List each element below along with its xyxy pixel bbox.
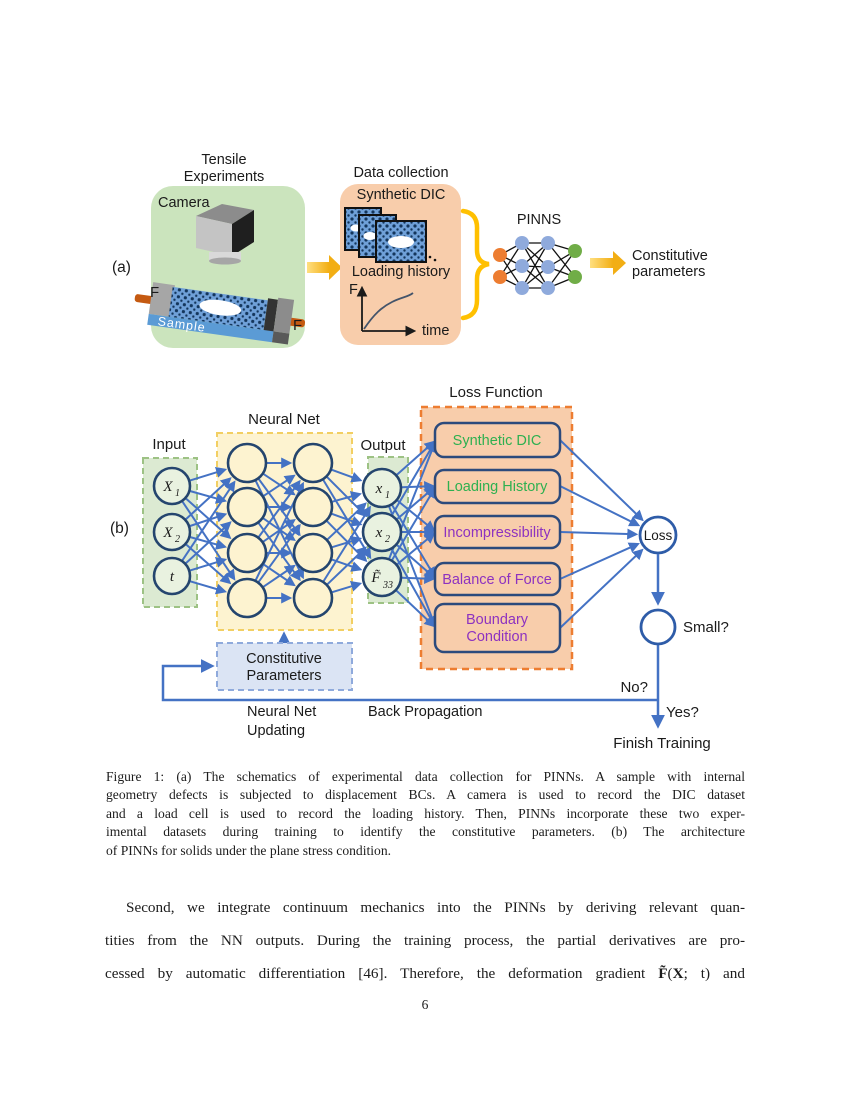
mini-network-nodes xyxy=(493,236,582,295)
yes-label: Yes? xyxy=(666,704,699,721)
data-collection-title: Data collection xyxy=(353,165,448,181)
constitutive-line1: Constitutive xyxy=(246,651,322,667)
loss-term-labels: Synthetic DIC Loading History Incompress… xyxy=(442,433,552,645)
loading-graph: F time xyxy=(349,282,449,339)
svg-text:x: x xyxy=(375,525,383,541)
finish-training-label: Finish Training xyxy=(613,735,711,752)
mini-network-lines xyxy=(499,242,576,289)
body-paragraph: Second, we integrate continuum mechanics… xyxy=(105,891,745,990)
loss-function-title: Loss Function xyxy=(449,384,542,401)
figure-caption: Figure 1: (a) The schematics of experime… xyxy=(106,768,745,860)
caption-line: and a load cell is used to record the lo… xyxy=(106,805,745,821)
svg-text:1: 1 xyxy=(385,490,390,501)
loading-history-label: Loading history xyxy=(352,264,451,280)
network-connections xyxy=(181,439,644,629)
result-line1: Constitutive xyxy=(632,248,708,264)
svg-text:Boundary: Boundary xyxy=(466,612,529,628)
panel-a: (a) Tensile Experiments Camera Sample F xyxy=(112,152,708,348)
panel-a-label: (a) xyxy=(112,259,131,276)
force-label-left: F xyxy=(150,284,159,301)
network-nodes xyxy=(152,442,403,619)
svg-text:Loading History: Loading History xyxy=(447,479,548,495)
brace xyxy=(460,208,490,321)
caption-line: Figure 1: (a) The schematics of experime… xyxy=(106,769,745,784)
svg-text:33: 33 xyxy=(382,580,393,591)
no-label: No? xyxy=(620,679,648,696)
svg-text:x: x xyxy=(375,481,383,497)
svg-text:F̃: F̃ xyxy=(370,570,381,586)
caption-line: of PINNs for solids under the plane stre… xyxy=(106,842,392,858)
svg-text:t: t xyxy=(170,569,175,585)
camera-label: Camera xyxy=(158,195,211,211)
updating-line1: Neural Net xyxy=(247,704,316,720)
body-line: cessed by automatic differentiation [46]… xyxy=(105,965,745,982)
updating-line2: Updating xyxy=(247,723,305,739)
caption-line: imental datasets during training to iden… xyxy=(106,824,745,840)
panel-b-label: (b) xyxy=(110,520,129,537)
loss-term-boxes xyxy=(433,421,562,654)
pinns-label: PINNS xyxy=(517,212,561,228)
svg-text:2: 2 xyxy=(385,534,390,545)
svg-text:2: 2 xyxy=(175,534,180,545)
svg-text:Incompressibility: Incompressibility xyxy=(443,525,551,541)
synthetic-dic-label: Synthetic DIC xyxy=(357,187,446,203)
sample-graphic: Sample xyxy=(134,282,306,345)
constitutive-parameters-box xyxy=(216,642,353,691)
body-line: Second, we integrate continuum mechanics… xyxy=(126,899,745,916)
force-label-right: F xyxy=(293,317,302,334)
svg-text:Condition: Condition xyxy=(466,629,527,645)
svg-text:X: X xyxy=(162,479,173,495)
input-title: Input xyxy=(152,436,186,453)
caption-line: geometry defects is subjected to displac… xyxy=(106,787,745,803)
input-node-labels: X 1 X 2 t xyxy=(162,479,180,585)
loss-node xyxy=(638,515,678,555)
output-title: Output xyxy=(360,437,406,454)
flow-arrow-1 xyxy=(307,255,342,280)
tensile-title-line2: Experiments xyxy=(184,169,265,185)
output-node-labels: x 1 x 2 F̃ 33 xyxy=(370,481,393,591)
page-number: 6 xyxy=(421,997,429,1012)
camera-icon xyxy=(196,204,254,265)
sample-pin-left xyxy=(134,294,155,305)
small-node xyxy=(639,608,677,646)
svg-text:X: X xyxy=(162,525,173,541)
loss-node-label: Loss xyxy=(644,528,673,543)
dic-image-stack xyxy=(344,207,437,263)
result-line2: parameters xyxy=(632,264,705,280)
neural-net-title: Neural Net xyxy=(248,411,321,428)
small-label: Small? xyxy=(683,619,729,636)
panel-b: (b) Neural Net Input Output Loss Functio… xyxy=(110,384,729,752)
tensile-title-line1: Tensile xyxy=(201,152,246,168)
constitutive-line2: Parameters xyxy=(247,668,322,684)
flow-lines xyxy=(161,554,665,729)
body-line: tities from the NN outputs. During the t… xyxy=(105,932,745,949)
graph-x-label: time xyxy=(422,323,449,339)
flow-arrow-2 xyxy=(590,251,626,275)
svg-text:1: 1 xyxy=(175,488,180,499)
svg-text:Synthetic DIC: Synthetic DIC xyxy=(453,433,542,449)
back-propagation-label: Back Propagation xyxy=(368,704,482,720)
figure-1: (a) Tensile Experiments Camera Sample F xyxy=(110,152,729,752)
svg-text:Balance of Force: Balance of Force xyxy=(442,572,552,588)
graph-y-label: F xyxy=(349,282,358,298)
sample-label: Sample xyxy=(157,314,207,335)
